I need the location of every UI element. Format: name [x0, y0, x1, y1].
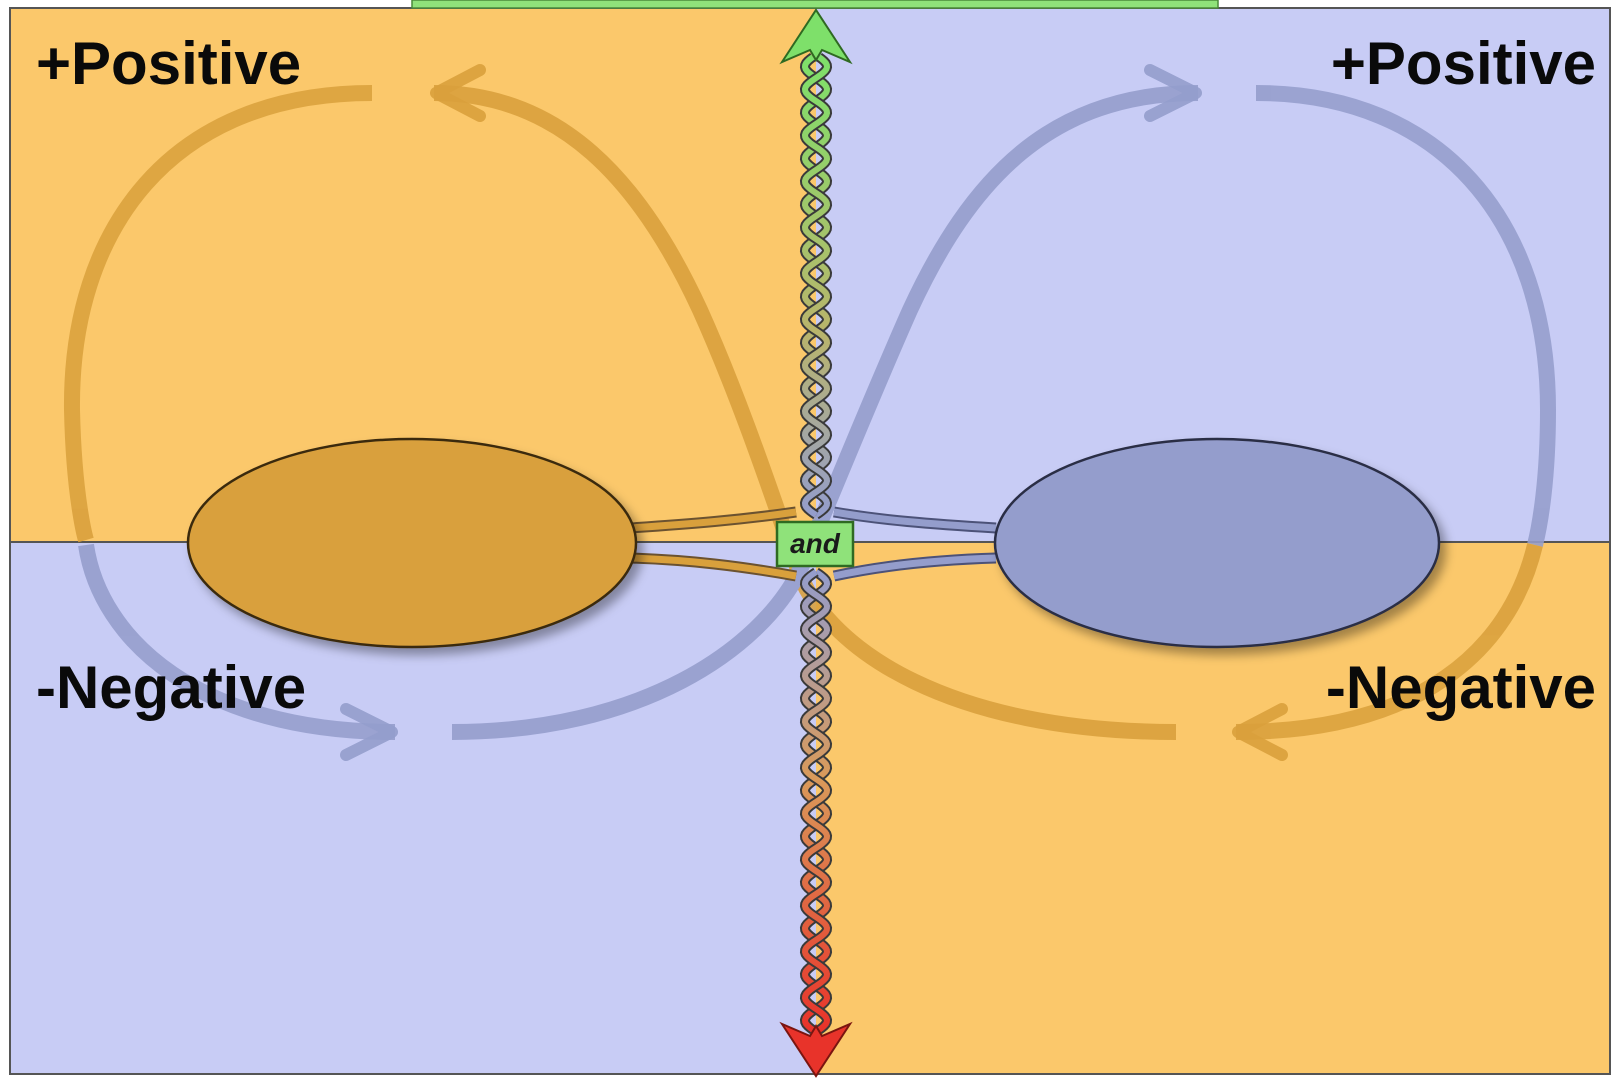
- arrowhead-top-right: [1144, 64, 1202, 122]
- tube-left-upper-fill: [629, 508, 797, 532]
- loop-left-blue-lower-right: [451, 85, 1199, 740]
- and-box: [775, 520, 855, 568]
- label-top-left: +Positive: [36, 30, 301, 97]
- top-green-bar: [411, 0, 1219, 9]
- loop-left-blue: [78, 543, 396, 740]
- down-arrow-head: [779, 1021, 853, 1078]
- tube-right-upper-fill: [833, 508, 997, 532]
- loop-arrowheads: [340, 64, 1288, 761]
- arrowhead-bottom-left: [340, 703, 398, 761]
- arrowhead-bottom-right: [1232, 703, 1288, 761]
- loop-left-orange: [63, 85, 373, 543]
- arrowhead-top-left: [430, 64, 486, 122]
- up-arrow-head: [779, 8, 853, 65]
- orange-ellipse: [186, 437, 638, 649]
- up-rope-strand-b: [801, 54, 831, 518]
- twisted-arrow-down: [799, 567, 833, 1035]
- twisted-arrow-up: [799, 52, 833, 520]
- down-rope-strand-b: [801, 569, 831, 1033]
- label-bottom-right: -Negative: [1326, 654, 1596, 721]
- tube-left-lower-fill: [629, 554, 797, 580]
- and-label: and: [790, 528, 841, 559]
- connector-tubes: [629, 506, 997, 582]
- tube-right-lower-fill: [833, 554, 997, 580]
- blue-ellipse: [993, 437, 1441, 649]
- label-bottom-left: -Negative: [36, 654, 306, 721]
- loop-right-blue: [1255, 85, 1557, 547]
- figure-eight-loops: [63, 85, 1557, 740]
- label-top-right: +Positive: [1331, 30, 1596, 97]
- loop-left-orange-upper-right: [433, 85, 1177, 740]
- loop-right-orange: [1235, 543, 1543, 740]
